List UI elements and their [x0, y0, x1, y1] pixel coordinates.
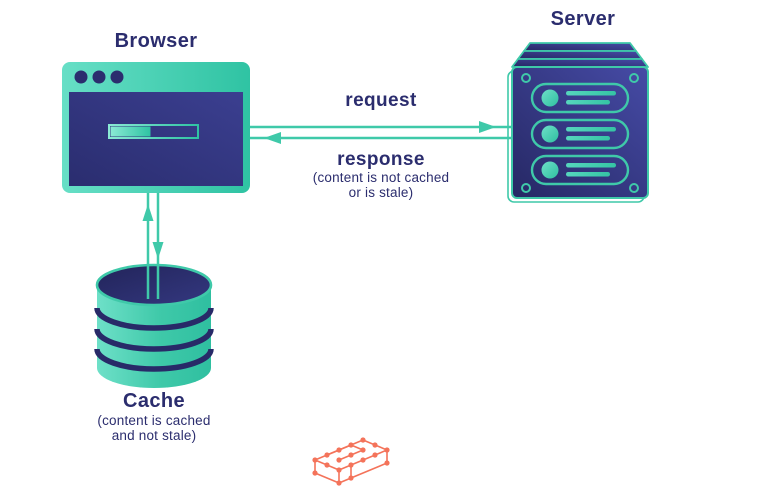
arrow-up-icon [142, 193, 154, 299]
disk-separator [94, 328, 214, 352]
screw-icon [521, 73, 531, 83]
screw-icon [629, 183, 639, 193]
rack-unit [530, 118, 630, 150]
rack-unit [530, 154, 630, 186]
network-cube-logo [312, 437, 390, 486]
arrow-down-icon [152, 193, 164, 299]
logo-nodes [312, 437, 390, 486]
window-dot [74, 70, 88, 84]
server-rack-icon [507, 42, 649, 203]
server-layer [511, 58, 649, 68]
response-note-line1: (content is not cached [312, 170, 450, 185]
screw-icon [521, 183, 531, 193]
cache-label: Cache [122, 390, 186, 412]
progress-bar-icon [108, 124, 199, 139]
cache-note-line2: and not stale) [111, 428, 197, 443]
disk-separator [94, 348, 214, 372]
response-note: (content is not cached or is stale) [235, 170, 527, 200]
response-label: response [337, 149, 425, 170]
request-label: request [345, 90, 417, 111]
server-label: Server [550, 8, 616, 30]
screw-icon [629, 73, 639, 83]
response-note-line2: or is stale) [348, 185, 414, 200]
arrow-left-icon [250, 132, 512, 144]
request-response-arrows [250, 121, 512, 144]
arrow-right-icon [250, 121, 512, 133]
window-dot [92, 70, 106, 84]
browser-label: Browser [114, 30, 198, 52]
browser-cache-arrows [142, 193, 164, 299]
window-dot [110, 70, 124, 84]
browser-window-icon [62, 62, 250, 193]
database-cylinder-icon [94, 263, 214, 388]
server-layer [517, 50, 643, 60]
server-layer [523, 42, 637, 52]
cache-note: (content is cached and not stale) [52, 413, 256, 443]
rack-unit [530, 82, 630, 114]
disk-separator [94, 307, 214, 331]
cache-note-line1: (content is cached [97, 413, 211, 428]
